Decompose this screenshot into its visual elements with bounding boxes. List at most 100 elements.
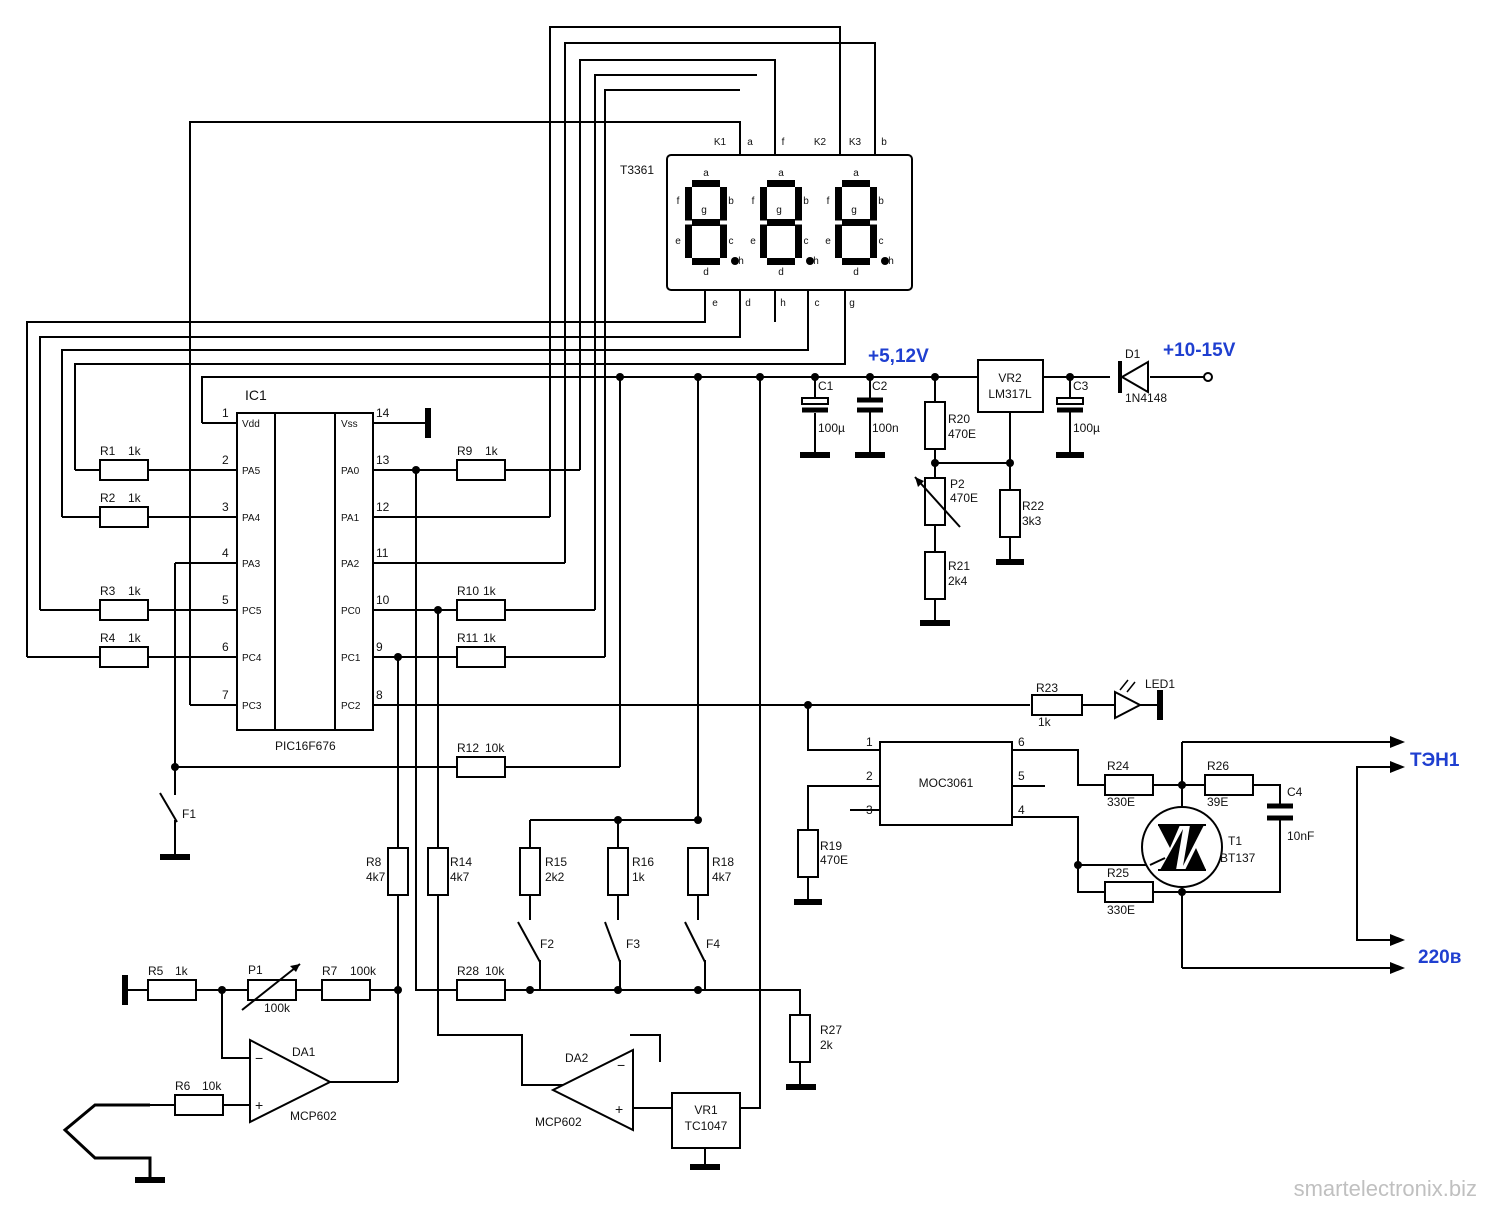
- vr2-part: LM317L: [988, 387, 1032, 401]
- display-segment-label: f: [677, 196, 680, 207]
- display-segment: [720, 224, 727, 258]
- display-segment-label: g: [701, 205, 707, 216]
- t1-ref: T1: [1228, 834, 1242, 848]
- resistor-value: 1k: [483, 584, 497, 598]
- resistor-ref: R15: [545, 855, 567, 869]
- ic1-pin-name: PC1: [341, 653, 361, 664]
- display-segment: [692, 258, 720, 265]
- resistor-value: 330E: [1107, 903, 1135, 917]
- resistor-ref: R25: [1107, 866, 1129, 880]
- ic1-pin-number: 7: [222, 688, 229, 702]
- resistor-ref: R24: [1107, 759, 1129, 773]
- switch-f4: F4: [684, 921, 720, 963]
- ic1-pin-number: 2: [222, 453, 229, 467]
- display-segment-label: d: [778, 267, 784, 278]
- display-segment-label: a: [778, 168, 784, 179]
- resistor-ref: R4: [100, 631, 116, 645]
- display-segment: [795, 187, 802, 221]
- f2-label: F2: [540, 937, 554, 951]
- display-decimal-point: [881, 257, 889, 265]
- led1-ref: LED1: [1145, 677, 1175, 691]
- ic1-pin-name: PA5: [242, 466, 261, 477]
- da2-minus: −: [617, 1057, 625, 1073]
- mains-output-label: 220в: [1418, 947, 1461, 968]
- display-segment-label: h: [738, 256, 744, 267]
- vcc-rail-label: +5,12V: [868, 346, 929, 367]
- display-top-pin: a: [747, 137, 753, 148]
- ic1-pin-number: 5: [222, 593, 229, 607]
- display-segment: [767, 219, 795, 226]
- c3-value: 100µ: [1073, 421, 1100, 435]
- resistor-value: 4k7: [712, 870, 732, 884]
- display-segment: [692, 219, 720, 226]
- ic1-chip: IC1 PIC16F676 1Vdd2PA53PA44PA35PC56PC47P…: [222, 387, 390, 753]
- moc-pin-4: 4: [1018, 803, 1025, 817]
- display-segment-label: d: [853, 267, 859, 278]
- display-segment-label: e: [750, 236, 756, 247]
- ic1-pin-number: 1: [222, 406, 229, 420]
- f1-label: F1: [182, 807, 196, 821]
- resistor-value: 4k7: [450, 870, 470, 884]
- resistor-value: 1k: [1038, 715, 1052, 729]
- display-bottom-pin: g: [849, 298, 855, 309]
- opamp-da2: − + DA2 MCP602: [535, 1048, 634, 1132]
- c3-ref: C3: [1073, 379, 1089, 393]
- resistor-value: 10k: [485, 964, 505, 978]
- resistor-ref: R14: [450, 855, 472, 869]
- moc-pin-1: 1: [866, 735, 873, 749]
- triac-t1: T1 BT137: [1141, 806, 1256, 888]
- display-segment-label: c: [804, 236, 809, 247]
- display-segment-label: e: [675, 236, 681, 247]
- display-segment-label: f: [827, 196, 830, 207]
- output-arrows: [1390, 736, 1405, 974]
- resistor-ref: R10: [457, 584, 479, 598]
- ground-symbols: [122, 408, 1084, 1183]
- cap-c1: C1 100µ: [801, 379, 845, 435]
- display-segment-label: e: [825, 236, 831, 247]
- display-segment-label: c: [729, 236, 734, 247]
- cap-c3: C3 100µ: [1056, 379, 1100, 435]
- pot-p1: P1 100k: [241, 963, 301, 1015]
- ic1-pin-name: Vdd: [242, 419, 260, 430]
- optocoupler-moc3061: MOC3061 1 2 3 4 5 6: [866, 735, 1025, 826]
- c1-ref: C1: [818, 379, 834, 393]
- c1-value: 100µ: [818, 421, 845, 435]
- resistor-value: 3k3: [1022, 514, 1042, 528]
- p2-value: 470E: [950, 491, 978, 505]
- cap-c2: C2 100n: [857, 379, 899, 435]
- f3-label: F3: [626, 937, 640, 951]
- resistor-r10: R10 1k: [456, 584, 506, 621]
- led-led1: LED1: [1114, 677, 1175, 720]
- resistor-value: 2k: [820, 1038, 834, 1052]
- ic1-pin-name: PA4: [242, 513, 261, 524]
- ic1-part: PIC16F676: [275, 739, 336, 753]
- ic1-pin-number: 6: [222, 640, 229, 654]
- display-bottom-pin: c: [815, 298, 820, 309]
- display-segment-label: b: [803, 196, 809, 207]
- resistor-ref: R6: [175, 1079, 191, 1093]
- f4-label: F4: [706, 937, 720, 951]
- resistor-ref: R2: [100, 491, 116, 505]
- resistor-value: 10k: [202, 1079, 222, 1093]
- c4-ref: C4: [1287, 785, 1303, 799]
- ic1-pin-number: 11: [376, 546, 389, 560]
- vr1-ref: VR1: [694, 1103, 718, 1117]
- resistor-value: 2k4: [948, 574, 968, 588]
- switch-f1: F1: [159, 792, 196, 823]
